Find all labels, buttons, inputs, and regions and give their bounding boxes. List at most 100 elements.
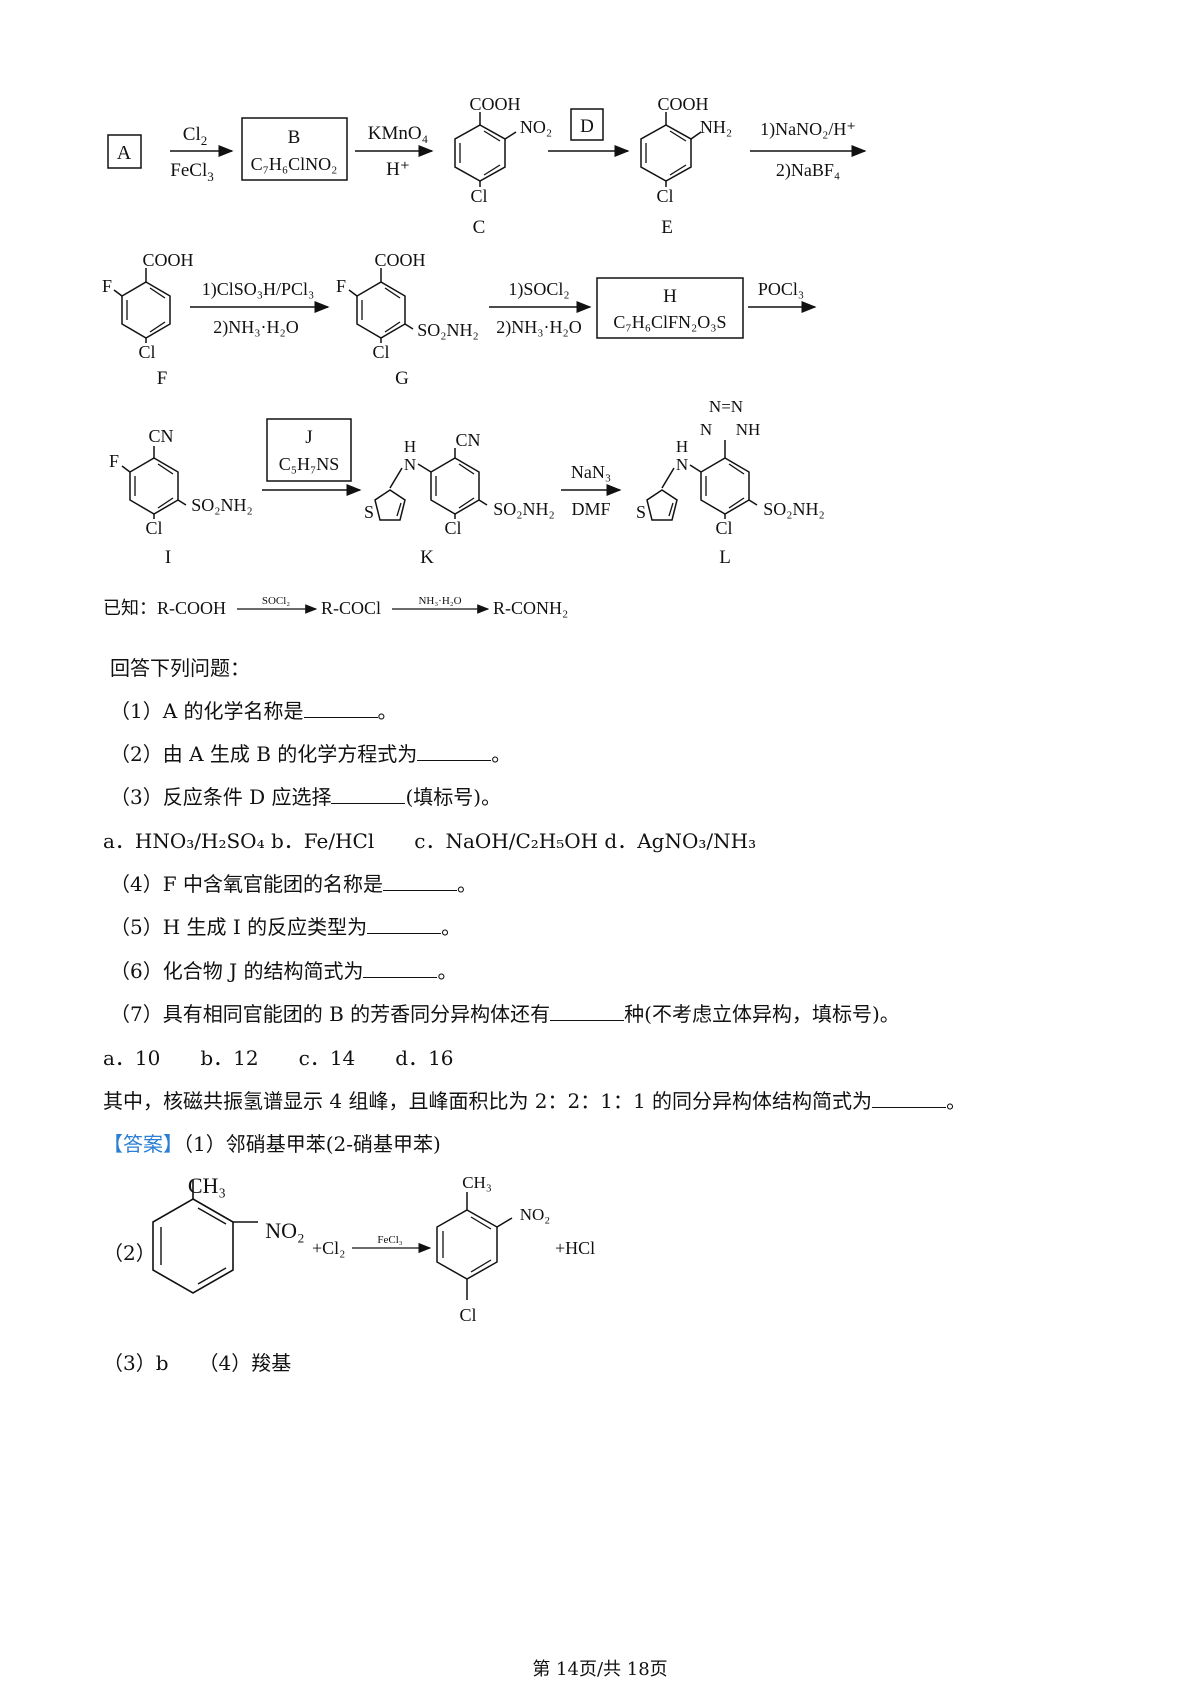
svg-text:J: J — [305, 427, 312, 448]
arrow-E-to-F: 1)NaNO₂/H⁺ 2)NaBF₄ — [750, 119, 867, 181]
question-4: （4）F 中含氧官能团的名称是。 — [110, 872, 477, 896]
svg-text:1)SOCl₂: 1)SOCl₂ — [508, 279, 569, 300]
svg-text:R-CONH₂: R-CONH₂ — [493, 598, 568, 618]
arrow-F-to-G: 1)ClSO₃H/PCl₃ 2)NH₃·H₂O — [190, 279, 330, 338]
arrow-K-to-L: NaN₃ DMF — [561, 462, 622, 519]
svg-text:N: N — [404, 455, 416, 474]
arrow-H-to-I: POCl₃ — [748, 279, 817, 313]
svg-text:SO₂NH₂: SO₂NH₂ — [493, 499, 555, 519]
compound-I: CN F SO₂NH₂ Cl I — [109, 426, 253, 568]
question-3: （3）反应条件 D 应选择(填标号)。 — [110, 785, 502, 809]
page-footer: 第 14页/共 18页 — [532, 1659, 668, 1680]
svg-text:2)NaBF₄: 2)NaBF₄ — [776, 160, 840, 181]
svg-text:Cl: Cl — [715, 518, 732, 538]
answer-blank[interactable] — [367, 915, 442, 934]
svg-text:COOH: COOH — [469, 94, 520, 114]
svg-text:NO₂: NO₂ — [265, 1218, 304, 1243]
answer-blank[interactable] — [550, 1002, 625, 1021]
answer-2-label: （2） — [103, 1241, 156, 1265]
arrow-G-to-H: 1)SOCl₂ 2)NH₃·H₂O — [489, 279, 592, 338]
svg-text:S: S — [364, 502, 374, 522]
svg-text:Cl: Cl — [372, 342, 389, 362]
answer-tag: 【答案】 — [103, 1132, 183, 1156]
compound-F: COOH F Cl F — [102, 250, 194, 389]
svg-text:E: E — [661, 217, 673, 238]
arrow-C-to-E: D — [548, 108, 630, 157]
svg-text:L: L — [719, 547, 731, 568]
svg-text:NH₂: NH₂ — [700, 117, 732, 137]
svg-text:Cl: Cl — [459, 1305, 476, 1325]
question-6: （6）化合物 J 的结构简式为。 — [110, 959, 458, 983]
svg-text:H: H — [404, 437, 416, 456]
questions-intro: 回答下列问题： — [110, 656, 250, 680]
svg-text:SO₂NH₂: SO₂NH₂ — [191, 495, 253, 515]
compound-E: COOH NH₂ Cl E — [640, 94, 732, 238]
svg-text:COOH: COOH — [142, 250, 193, 270]
compound-K: H N CN S SO₂NH₂ Cl K — [364, 430, 555, 568]
svg-text:Cl: Cl — [138, 342, 155, 362]
compound-G: COOH F SO₂NH₂ Cl G — [336, 250, 479, 389]
answer-blank[interactable] — [417, 742, 492, 761]
svg-text:H: H — [676, 437, 688, 456]
svg-text:CN: CN — [455, 430, 480, 450]
svg-text:H⁺: H⁺ — [386, 159, 410, 180]
svg-text:N: N — [700, 420, 712, 439]
compound-L: N=N N NH H N S SO₂NH₂ Cl L — [636, 397, 825, 568]
question-3-options: a．HNO₃/H₂SO₄ b．Fe/HCl c．NaOH/C₂H₅OH d．Ag… — [103, 829, 757, 853]
compound-H: H C₇H₆ClFN₂O₃S — [596, 277, 744, 339]
svg-text:NO₂: NO₂ — [520, 117, 552, 137]
svg-text:C₇H₆ClFN₂O₃S: C₇H₆ClFN₂O₃S — [613, 312, 726, 332]
answer-blank[interactable] — [303, 699, 378, 718]
svg-text:SO₂NH₂: SO₂NH₂ — [417, 320, 479, 340]
svg-text:Cl: Cl — [656, 186, 673, 206]
svg-text:FeCl₃: FeCl₃ — [377, 1234, 402, 1246]
answer-blank[interactable] — [331, 785, 406, 804]
svg-text:POCl₃: POCl₃ — [758, 279, 804, 299]
svg-text:H: H — [663, 286, 677, 307]
svg-text:KMnO₄: KMnO₄ — [368, 123, 428, 144]
answer-3-4: （3）b （4）羧基 — [103, 1351, 292, 1375]
answer-2-equation: CH₃ NO₂ +Cl₂ FeCl₃ CH₃ NO₂ Cl +HCl — [152, 1173, 595, 1325]
compound-C: COOH NO₂ Cl C — [454, 94, 552, 238]
svg-text:COOH: COOH — [657, 94, 708, 114]
svg-text:Cl: Cl — [444, 518, 461, 538]
svg-text:F: F — [157, 368, 168, 389]
svg-text:Cl2: Cl2 — [183, 124, 207, 148]
svg-text:1)ClSO₃H/PCl₃: 1)ClSO₃H/PCl₃ — [202, 279, 315, 300]
svg-text:D: D — [580, 116, 594, 137]
svg-text:Cl: Cl — [470, 186, 487, 206]
question-7-followup: 其中，核磁共振氢谱显示 4 组峰，且峰面积比为 2：2：1：1 的同分异构体结构… — [103, 1089, 967, 1113]
svg-text:2)NH₃·H₂O: 2)NH₃·H₂O — [213, 317, 299, 338]
svg-text:DMF: DMF — [571, 499, 610, 519]
svg-text:NH: NH — [736, 420, 761, 439]
svg-text:R-COCl: R-COCl — [321, 598, 381, 618]
compound-A: A — [107, 134, 142, 169]
svg-text:K: K — [420, 547, 434, 568]
answer-blank[interactable] — [382, 872, 457, 891]
svg-text:I: I — [165, 547, 171, 568]
svg-text:S: S — [636, 502, 646, 522]
svg-text:已知：R-COOH: 已知：R-COOH — [103, 598, 226, 618]
svg-text:NaN₃: NaN₃ — [571, 462, 611, 482]
answer-blank[interactable] — [363, 959, 438, 978]
arrow-B-to-C: KMnO₄ H⁺ — [355, 123, 434, 180]
svg-text:G: G — [395, 368, 409, 389]
arrow-A-to-B: Cl2 FeCl3 — [170, 124, 234, 184]
reaction-scheme: A Cl2 FeCl3 B C₇H₆ClNO₂ KMnO₄ H⁺ COOH NO… — [102, 94, 867, 1325]
svg-text:N=N: N=N — [709, 397, 743, 416]
svg-text:NO₂: NO₂ — [520, 1205, 550, 1224]
svg-text:Cl: Cl — [145, 518, 162, 538]
svg-text:1)NaNO₂/H⁺: 1)NaNO₂/H⁺ — [760, 119, 856, 140]
question-2: （2）由 A 生成 B 的化学方程式为。 — [110, 742, 512, 766]
svg-text:NH₃·H₂O: NH₃·H₂O — [418, 595, 461, 607]
svg-text:N: N — [676, 455, 688, 474]
answer-1: 【答案】（1）邻硝基甲苯(2-硝基甲苯) — [103, 1132, 441, 1156]
svg-text:2)NH₃·H₂O: 2)NH₃·H₂O — [496, 317, 582, 338]
arrow-I-to-K: J C₅H₇NS — [262, 418, 362, 496]
known-reaction: 已知：R-COOH SOCl₂ R-COCl NH₃·H₂O R-CONH₂ — [103, 595, 568, 618]
svg-text:C: C — [473, 217, 486, 238]
answer-blank[interactable] — [872, 1089, 947, 1108]
question-1: （1）A 的化学名称是。 — [110, 699, 398, 723]
svg-text:+HCl: +HCl — [555, 1238, 595, 1258]
svg-text:A: A — [117, 142, 132, 164]
